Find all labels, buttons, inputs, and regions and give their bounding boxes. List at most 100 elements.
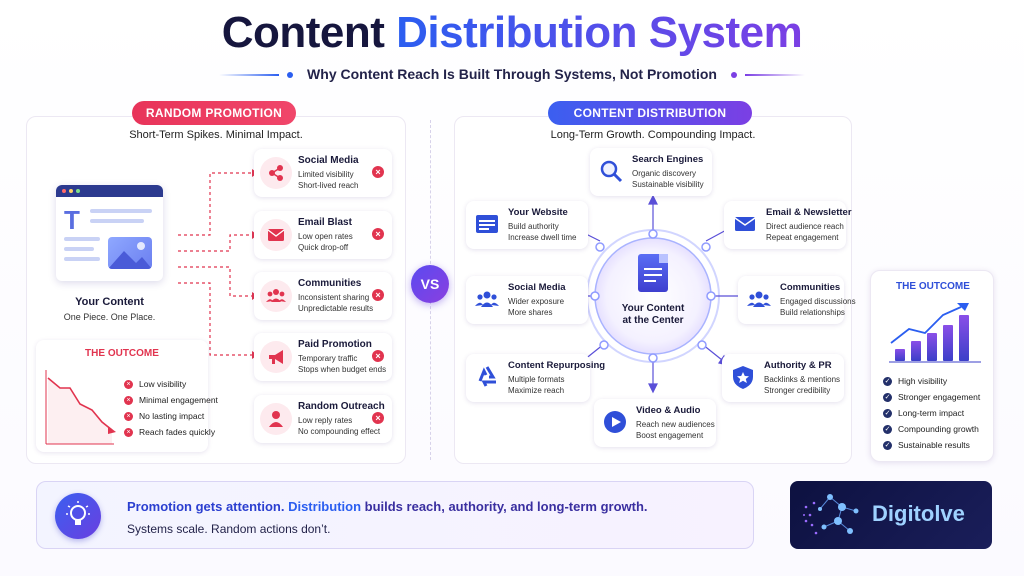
card-line-2: Increase dwell time xyxy=(508,233,577,242)
hub-card-your-website: Your Website Build authority Increase dw… xyxy=(466,201,588,249)
left-card-communities: Communities Inconsistent sharing Unpredi… xyxy=(254,272,392,320)
left-outcome-list: ×Low visibility ×Minimal engagement ×No … xyxy=(124,376,218,440)
banner-line-2: Systems scale. Random actions don’t. xyxy=(127,522,331,536)
card-title: Communities xyxy=(780,282,841,293)
card-title: Email & Newsletter xyxy=(766,207,852,218)
subtitle-dot-right xyxy=(730,72,737,79)
card-line-2: Stronger credibility xyxy=(764,386,831,395)
card-line-2: Maximize reach xyxy=(508,386,565,395)
recycle-icon xyxy=(472,362,502,392)
card-line-2: Unpredictable results xyxy=(298,304,374,313)
hub-card-search-engines: Search Engines Organic discovery Sustain… xyxy=(590,148,712,196)
share-icon xyxy=(260,157,292,189)
banner-line-1: Promotion gets attention. Distribution b… xyxy=(127,499,648,514)
outcome-text: High visibility xyxy=(898,376,948,386)
card-line-1: Low reply rates xyxy=(298,416,353,425)
play-icon xyxy=(600,407,630,437)
outcome-item: ✓ Stronger engagement xyxy=(883,389,980,405)
text-t-icon: T xyxy=(64,205,80,235)
card-line-2: More shares xyxy=(508,308,553,317)
outcome-text: Long-term impact xyxy=(898,408,965,418)
check-circle-icon: ✓ xyxy=(883,393,892,403)
card-line-1: Wider exposure xyxy=(508,297,565,306)
outcome-item: ✓Compounding growth xyxy=(883,421,980,437)
outcome-text: Stronger engagement xyxy=(898,392,981,402)
hub-card-social-media: Social Media Wider exposure More shares xyxy=(466,276,588,324)
banner-distribution-text: Distribution xyxy=(288,499,362,514)
card-line-2: No compounding effect xyxy=(298,427,381,436)
outcome-item: ✓ Long-term impact xyxy=(883,405,980,421)
check-circle-icon: ✓ xyxy=(883,409,892,419)
card-title: Paid Promotion xyxy=(298,339,372,350)
card-line-1: Temporary traffic xyxy=(298,354,358,363)
growth-bar-chart-icon xyxy=(889,303,981,363)
logo-network-mark xyxy=(803,494,859,535)
card-title: Social Media xyxy=(298,155,359,166)
content-document-illustration: T xyxy=(56,185,163,281)
logo-text: Digitolve xyxy=(872,501,965,526)
x-circle-icon: × xyxy=(124,412,133,422)
mail-icon xyxy=(260,219,292,251)
card-line-2: Stops when budget ends xyxy=(298,365,387,374)
x-circle-icon: × xyxy=(124,396,133,406)
envelope-icon xyxy=(730,209,760,239)
hub-card-content-repurposing: Content Repurposing Multiple formats Max… xyxy=(466,354,605,402)
summary-banner: Promotion gets attention. Distribution b… xyxy=(36,481,754,549)
left-card-paid-promotion: Paid Promotion Temporary traffic Stops w… xyxy=(254,333,392,381)
distribution-system-pill: CONTENT DISTRIBUTION SYSTEM xyxy=(548,101,752,144)
outcome-item: × Reach fades quickly xyxy=(124,424,218,440)
card-title: Content Repurposing xyxy=(508,360,606,371)
outcome-text: Low visibility xyxy=(139,379,187,389)
random-promotion-pill: RANDOM PROMOTION xyxy=(132,101,296,125)
declining-line-chart xyxy=(45,370,116,445)
left-card-social-media: Social Media Limited visibility Short-li… xyxy=(254,149,392,197)
left-tagline: Short-Term Spikes. Minimal Impact. xyxy=(129,129,303,141)
x-circle-icon: × xyxy=(372,412,384,424)
check-circle-icon: ✓ xyxy=(883,441,892,451)
card-line-1: Low open rates xyxy=(298,232,353,241)
left-outcome-title: THE OUTCOME xyxy=(85,348,159,359)
hub-center-label: Your Content at the Center xyxy=(603,303,703,327)
outcome-text: Reach fades quickly xyxy=(139,427,216,437)
outcome-item: ×Low visibility xyxy=(124,376,218,392)
card-title: Search Engines xyxy=(632,154,704,165)
subtitle-row: Why Content Reach Is Built Through Syste… xyxy=(0,66,1024,82)
people-icon xyxy=(260,280,292,312)
card-line-1: Organic discovery xyxy=(632,169,697,178)
card-line-2: Repeat engagement xyxy=(766,233,839,242)
card-line-1: Build authority xyxy=(508,222,559,231)
hub-center-line-1: Your Content xyxy=(621,303,685,314)
outcome-text: No lasting impact xyxy=(139,411,205,421)
x-circle-icon: × xyxy=(372,228,384,240)
x-circle-icon: × xyxy=(372,166,384,178)
x-circle-icon: × xyxy=(124,428,133,438)
card-line-2: Boost engagement xyxy=(636,431,704,440)
card-line-1: Limited visibility xyxy=(298,170,354,179)
your-content-title: Your Content xyxy=(75,296,144,308)
card-title: Video & Audio xyxy=(636,405,701,416)
hub-diagram xyxy=(554,194,752,394)
card-line-2: Short-lived reach xyxy=(298,181,359,190)
document-icon xyxy=(638,254,668,292)
banner-growth-text: builds reach, authority, and long-term g… xyxy=(364,499,648,514)
card-title: Communities xyxy=(298,278,362,289)
subtitle-line-right xyxy=(744,74,805,77)
left-outcome-box: THE OUTCOME ×Low visibility ×Minimal eng… xyxy=(36,340,218,452)
outcome-item: ✓Sustainable results xyxy=(883,437,980,453)
right-tagline: Long-Term Growth. Compounding Impact. xyxy=(550,129,756,141)
magnifier-icon xyxy=(596,156,626,186)
your-content-sub: One Piece. One Place. xyxy=(63,312,156,322)
card-line-1: Engaged discussions xyxy=(780,297,856,306)
card-line-1: Direct audience reach xyxy=(766,222,844,231)
subtitle: Why Content Reach Is Built Through Syste… xyxy=(307,66,717,82)
subtitle-line-left xyxy=(219,74,280,77)
title-part-2: Distribution System xyxy=(396,8,803,57)
community-icon xyxy=(744,284,774,314)
card-line-1: Multiple formats xyxy=(508,375,565,384)
hub-card-email-newsletter: Email & Newsletter Direct audience reach… xyxy=(724,201,852,249)
person-icon xyxy=(260,403,292,435)
right-outcome-list: ✓ High visibility ✓ Stronger engagement ✓ L… xyxy=(883,373,980,453)
x-circle-icon: × xyxy=(372,289,384,301)
left-card-random-outreach: Random Outreach Low reply rates No compo… xyxy=(254,395,392,443)
browser-icon xyxy=(472,209,502,239)
